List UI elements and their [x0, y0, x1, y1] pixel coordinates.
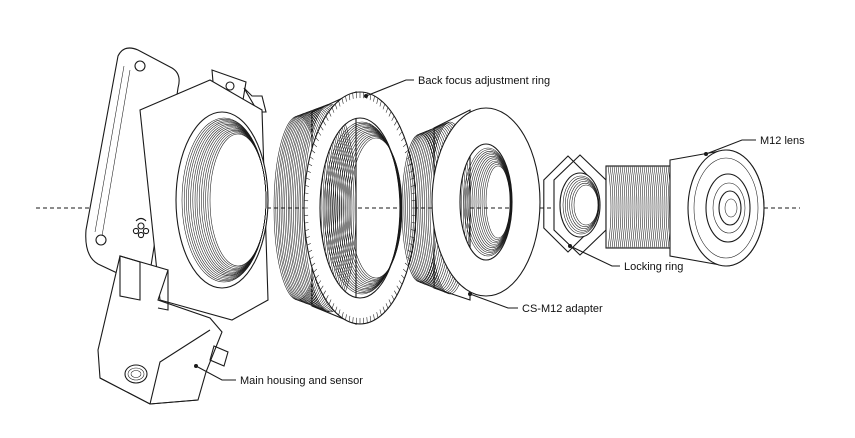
label-m12-lens: M12 lens	[760, 135, 805, 147]
housing-mouth-threads	[175, 111, 269, 289]
lug-hole	[225, 81, 235, 91]
label-main-housing: Main housing and sensor	[240, 375, 363, 387]
lower-notch	[209, 345, 229, 367]
cs-m12-adapter	[401, 107, 541, 301]
tripod-hole	[124, 364, 148, 384]
label-locking-ring: Locking ring	[624, 261, 683, 273]
back-focus-ring	[273, 91, 417, 325]
lens-glass	[718, 190, 742, 226]
callout-m12-lens: M12 lens	[704, 135, 805, 156]
back-focus-ring-knurl	[304, 92, 416, 324]
flange-hole-top	[134, 60, 146, 72]
m12-lens	[605, 149, 765, 267]
lens-barrel	[605, 165, 679, 249]
flange-edge	[94, 65, 131, 237]
locking-ring-bore	[559, 172, 601, 238]
callout-main-housing: Main housing and sensor	[194, 364, 363, 387]
callout-cs-m12-adapter: CS-M12 adapter	[468, 292, 603, 315]
callout-back-focus: Back focus adjustment ring	[364, 75, 550, 98]
locking-ring	[543, 154, 607, 256]
callout-locking-ring: Locking ring	[568, 244, 683, 273]
lens-bezel	[705, 173, 751, 243]
adapter-inner-threads	[463, 147, 513, 257]
flange-hole-bottom	[95, 234, 107, 246]
label-cs-m12-adapter: CS-M12 adapter	[522, 303, 603, 315]
label-back-focus-ring: Back focus adjustment ring	[418, 75, 550, 87]
raspberry-pi-logo-icon	[132, 217, 150, 239]
